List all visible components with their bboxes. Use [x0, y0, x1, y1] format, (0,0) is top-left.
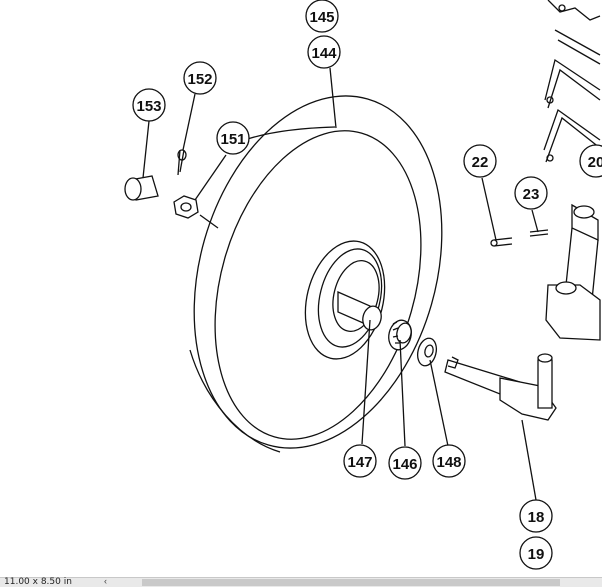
- wheel-rim: [304, 240, 386, 360]
- svg-text:147: 147: [347, 454, 372, 471]
- callout-20: 20: [579, 144, 602, 178]
- spacer-147: [337, 291, 382, 331]
- svg-text:22: 22: [472, 154, 489, 171]
- cotter-pin-152: [177, 149, 187, 176]
- svg-text:23: 23: [523, 186, 540, 203]
- pin-23: [529, 229, 549, 237]
- leader-lines: [142, 67, 539, 501]
- callout-19: 19: [519, 536, 553, 570]
- callout-148: 148: [432, 444, 466, 478]
- svg-text:146: 146: [392, 456, 417, 473]
- svg-text:20: 20: [588, 154, 602, 171]
- svg-text:151: 151: [220, 131, 245, 148]
- svg-text:153: 153: [136, 98, 161, 115]
- axle-spindle-18: [444, 353, 557, 421]
- callout-144: 144: [307, 35, 341, 69]
- svg-text:145: 145: [309, 9, 334, 26]
- pin-22: [490, 237, 513, 247]
- svg-text:148: 148: [436, 454, 461, 471]
- callout-152: 152: [183, 61, 217, 95]
- callout-153: 153: [132, 88, 166, 122]
- horizontal-scrollbar[interactable]: [142, 579, 560, 586]
- page-size-label: 11.00 x 8.50 in: [4, 577, 72, 587]
- page-margin: [0, 0, 88, 577]
- callout-18: 18: [519, 499, 553, 533]
- svg-text:144: 144: [311, 45, 337, 62]
- nut-151: [173, 195, 199, 219]
- callout-22: 22: [463, 144, 497, 178]
- frame-bracket: [543, 0, 601, 163]
- cap-153: [124, 175, 159, 201]
- washer-148: [416, 337, 438, 367]
- svg-text:152: 152: [187, 71, 212, 88]
- status-bar: 11.00 x 8.50 in ‹: [0, 576, 602, 587]
- steering-bracket: [545, 203, 601, 341]
- svg-text:18: 18: [528, 509, 545, 526]
- callout-145: 145: [305, 0, 339, 33]
- callout-147: 147: [343, 444, 377, 478]
- callout-146: 146: [388, 446, 422, 480]
- chevron-left-icon[interactable]: ‹: [104, 576, 107, 586]
- callout-151: 151: [216, 121, 250, 155]
- tire: [189, 95, 443, 453]
- bearing-146: [388, 319, 412, 351]
- svg-text:19: 19: [528, 546, 545, 563]
- callout-23: 23: [514, 176, 548, 210]
